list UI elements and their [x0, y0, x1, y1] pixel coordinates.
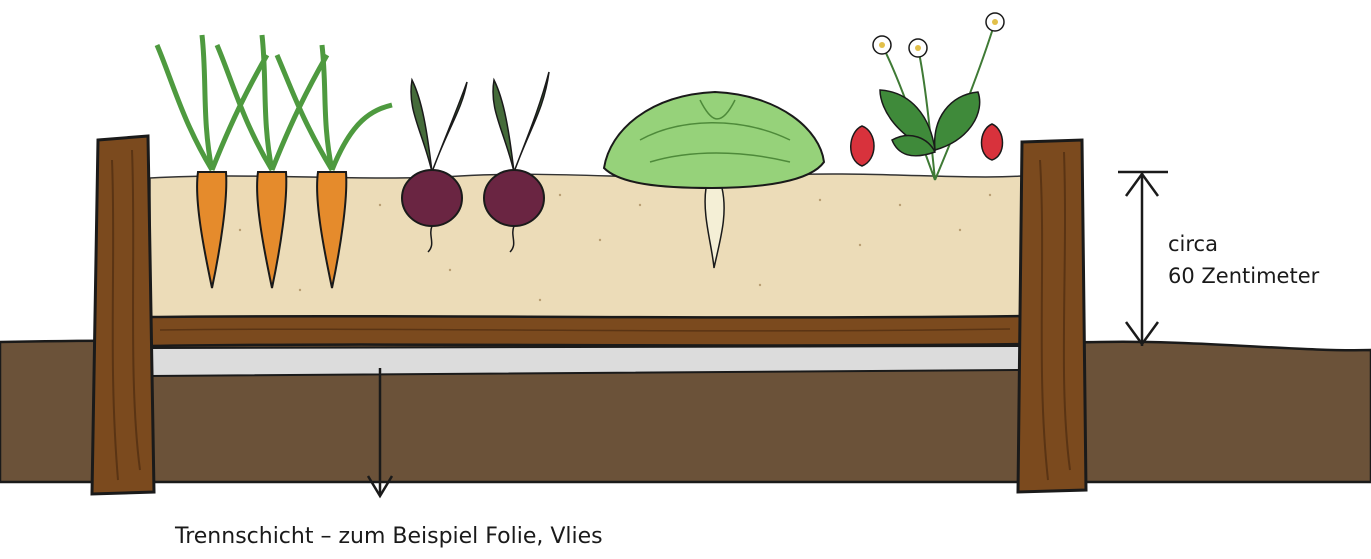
right-wooden-post [1018, 140, 1086, 492]
height-annotation-line2: 60 Zentimeter [1168, 260, 1319, 292]
height-dimension-arrow [1118, 172, 1168, 346]
strawberry-plant [851, 13, 1004, 180]
left-wooden-post [92, 136, 154, 494]
separation-layer-caption: Trennschicht – zum Beispiel Folie, Vlies [175, 522, 603, 552]
height-annotation: circa 60 Zentimeter [1168, 228, 1319, 292]
separation-layer [150, 346, 1020, 376]
height-annotation-line1: circa [1168, 228, 1319, 260]
